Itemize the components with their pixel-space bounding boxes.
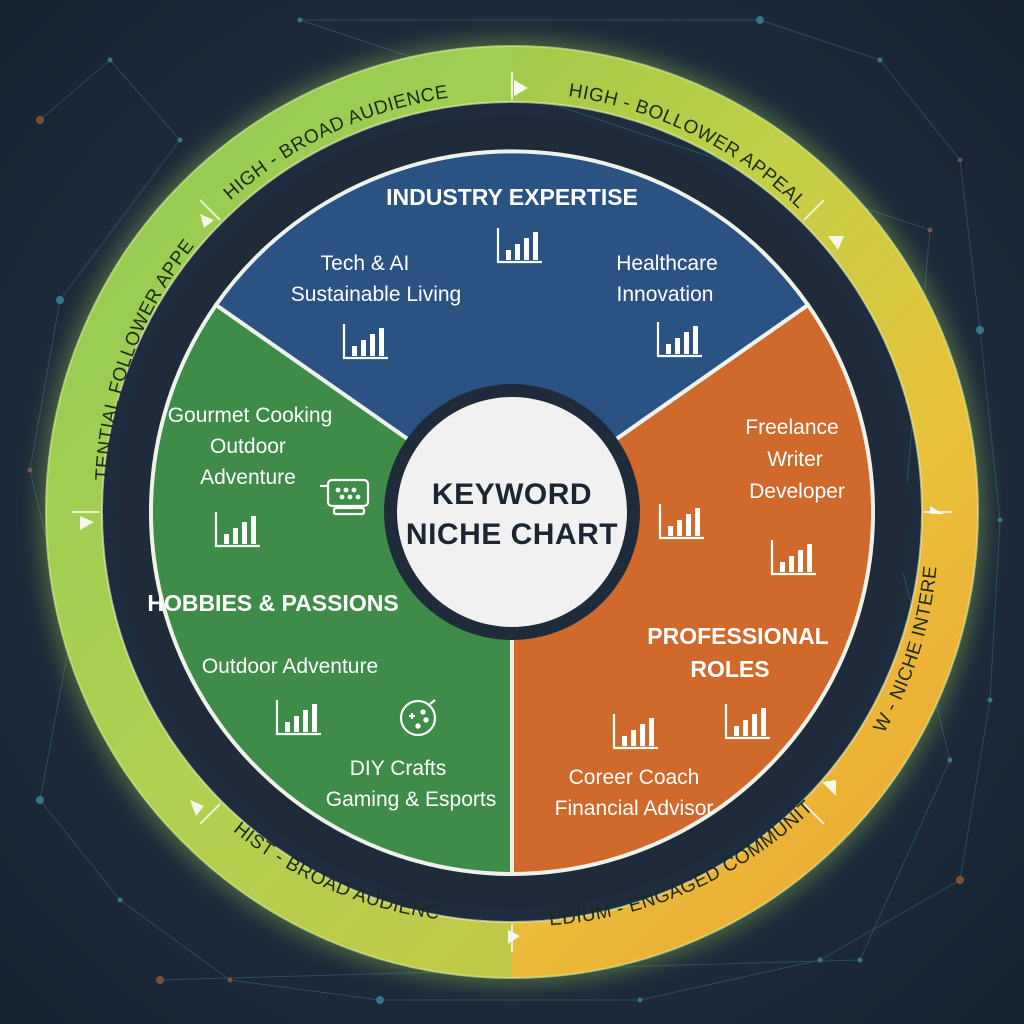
segment-item: Sustainable Living [291,283,461,306]
segment-item: Writer [767,448,823,471]
segment-title-professional-line1: PROFESSIONAL [647,623,828,649]
bar-chart-icon [724,704,770,740]
arrow-icon [80,516,94,530]
segment-item: Innovation [617,283,714,306]
inner-ring-edge [101,101,923,923]
segment-professional-roles [510,302,876,877]
laptop-icon [320,478,370,516]
bar-chart-icon [658,504,704,540]
center-title-line2: NICHE CHART [406,518,618,551]
segment-item: Financial Advisor [555,797,714,820]
outer-ring-edge [45,45,979,979]
arrow-icon [822,780,836,796]
bar-chart-icon [612,714,658,750]
arrow-icon [508,930,520,944]
segment-item: DIY Crafts [350,757,446,780]
segment-hobbies-passions [148,302,514,877]
segment-item: Coreer Coach [569,766,700,789]
arrow-icon [190,800,204,816]
center-title-line1: KEYWORD [432,478,592,511]
arrow-icon [828,236,844,250]
segment-item: Gourmet Cooking [168,404,333,427]
bar-chart-icon [275,700,321,736]
arrow-icon [930,506,944,514]
segment-item: Healthcare [616,252,718,275]
bar-chart-icon [214,512,260,548]
segment-title-industry: INDUSTRY EXPERTISE [386,184,638,210]
bar-chart-icon [496,228,542,264]
ring-arrows [80,80,944,944]
segment-industry-expertise [213,149,811,515]
center-hub [397,397,627,627]
segment-item: Outdoor [210,435,286,458]
ring-dividers [72,72,952,952]
arrow-icon [200,214,214,228]
icons-layer [214,228,816,750]
gamepad-icon [399,699,437,737]
segment-item: Adventure [200,466,296,489]
arrow-icon [514,80,528,96]
bar-chart-icon [342,324,388,360]
segment-item: Developer [749,480,845,503]
bar-chart-icon [770,540,816,576]
segment-item: Tech & AI [321,252,410,275]
segment-item: Freelance [745,416,838,439]
bar-chart-icon [656,322,702,358]
segment-item: Outdoor Adventure [202,655,378,678]
segment-title-professional-line2: ROLES [690,656,769,682]
segments [148,149,876,877]
segment-title-hobbies: HOBBIES & PASSIONS [147,590,398,616]
segment-item: Gaming & Esports [326,788,496,811]
